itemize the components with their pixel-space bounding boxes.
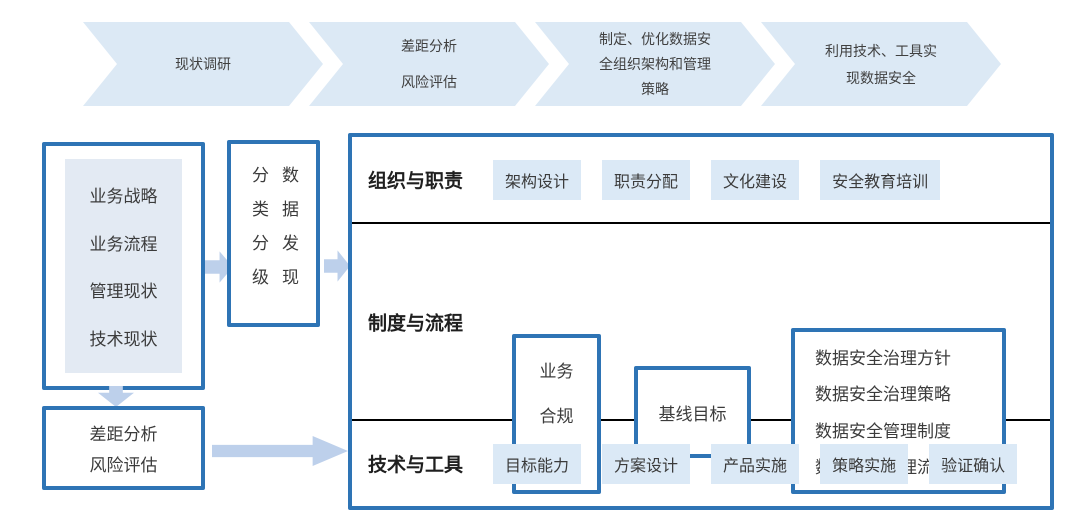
- discovery-column: 数据发现: [279, 165, 298, 302]
- gap-analysis-line: 差距分析: [89, 425, 158, 444]
- process-step-label: 利用技术、工具实: [825, 42, 937, 59]
- policy-document-item: 数据安全治理方针: [815, 348, 951, 368]
- technology-chip: 方案设计: [602, 443, 691, 484]
- technology-row: 技术与工具 目标能力 方案设计 产品实施 策略实施 验证确认: [352, 421, 1050, 506]
- process-step-label: 风险评估: [401, 74, 457, 90]
- organization-chips: 架构设计 职责分配 文化建设 安全教育培训: [493, 159, 941, 200]
- process-step-label: 策略: [641, 81, 669, 97]
- framework-panel: 组织与职责 架构设计 职责分配 文化建设 安全教育培训 制度与流程 业务 合规 …: [348, 133, 1054, 510]
- process-step-label: 差距分析: [401, 38, 457, 54]
- technology-chip: 产品实施: [711, 443, 800, 484]
- organization-chip: 安全教育培训: [820, 159, 941, 200]
- technology-chips: 目标能力 方案设计 产品实施 策略实施 验证确认: [493, 443, 1018, 484]
- process-step-label: 全组织架构和管理: [599, 56, 711, 72]
- current-state-item: 业务流程: [89, 234, 158, 254]
- organization-chip: 职责分配: [602, 159, 691, 200]
- process-step-org-strategy-chevron: 制定、优化数据安 全组织架构和管理 策略: [535, 22, 775, 106]
- technology-chip: 目标能力: [493, 443, 582, 484]
- current-state-item: 业务战略: [89, 186, 158, 206]
- technology-row-title: 技术与工具: [368, 455, 464, 476]
- process-step-label: 制定、优化数据安: [599, 31, 711, 47]
- driver-item: 合规: [539, 406, 574, 426]
- process-step-gap-analysis-chevron: 差距分析 风险评估: [309, 22, 549, 106]
- data-classification-box: 分类分级 数据发现: [227, 140, 320, 327]
- current-state-item: 技术现状: [89, 330, 158, 350]
- current-state-item: 管理现状: [89, 282, 158, 302]
- policy-row: 制度与流程 业务 合规 风险 基线目标 数据安全治理方针 数据安全治理策略 数据…: [352, 224, 1050, 494]
- organization-chip: 文化建设: [711, 159, 800, 200]
- baseline-target-box: 基线目标: [634, 366, 751, 458]
- policy-document-item: 数据安全管理制度: [815, 421, 951, 441]
- row-divider: [352, 222, 1050, 224]
- organization-row: 组织与职责 架构设计 职责分配 文化建设 安全教育培训: [352, 137, 1050, 222]
- arrow-right-icon: [324, 250, 350, 282]
- classification-column: 分类分级: [249, 165, 268, 302]
- organization-row-title: 组织与职责: [368, 171, 464, 192]
- process-step-label: 现数据安全: [846, 69, 916, 86]
- policy-document-item: 数据安全治理策略: [815, 385, 951, 405]
- gap-analysis-line: 风险评估: [89, 456, 158, 475]
- driver-item: 业务: [539, 362, 574, 382]
- process-step-research-chevron: 现状调研: [83, 22, 323, 106]
- baseline-target-label: 基线目标: [658, 404, 727, 424]
- arrow-right-long-icon: [212, 436, 348, 466]
- process-step-technology-chevron: 利用技术、工具实 现数据安全: [761, 22, 1001, 106]
- current-state-box: 业务战略 业务流程 管理现状 技术现状: [42, 142, 205, 390]
- process-step-label: 现状调研: [175, 56, 231, 72]
- technology-chip: 策略实施: [820, 443, 909, 484]
- organization-chip: 架构设计: [493, 159, 582, 200]
- policy-row-title: 制度与流程: [368, 313, 464, 334]
- gap-analysis-box: 差距分析 风险评估: [42, 406, 205, 490]
- current-state-panel: 业务战略 业务流程 管理现状 技术现状: [65, 159, 182, 373]
- technology-chip: 验证确认: [929, 443, 1018, 484]
